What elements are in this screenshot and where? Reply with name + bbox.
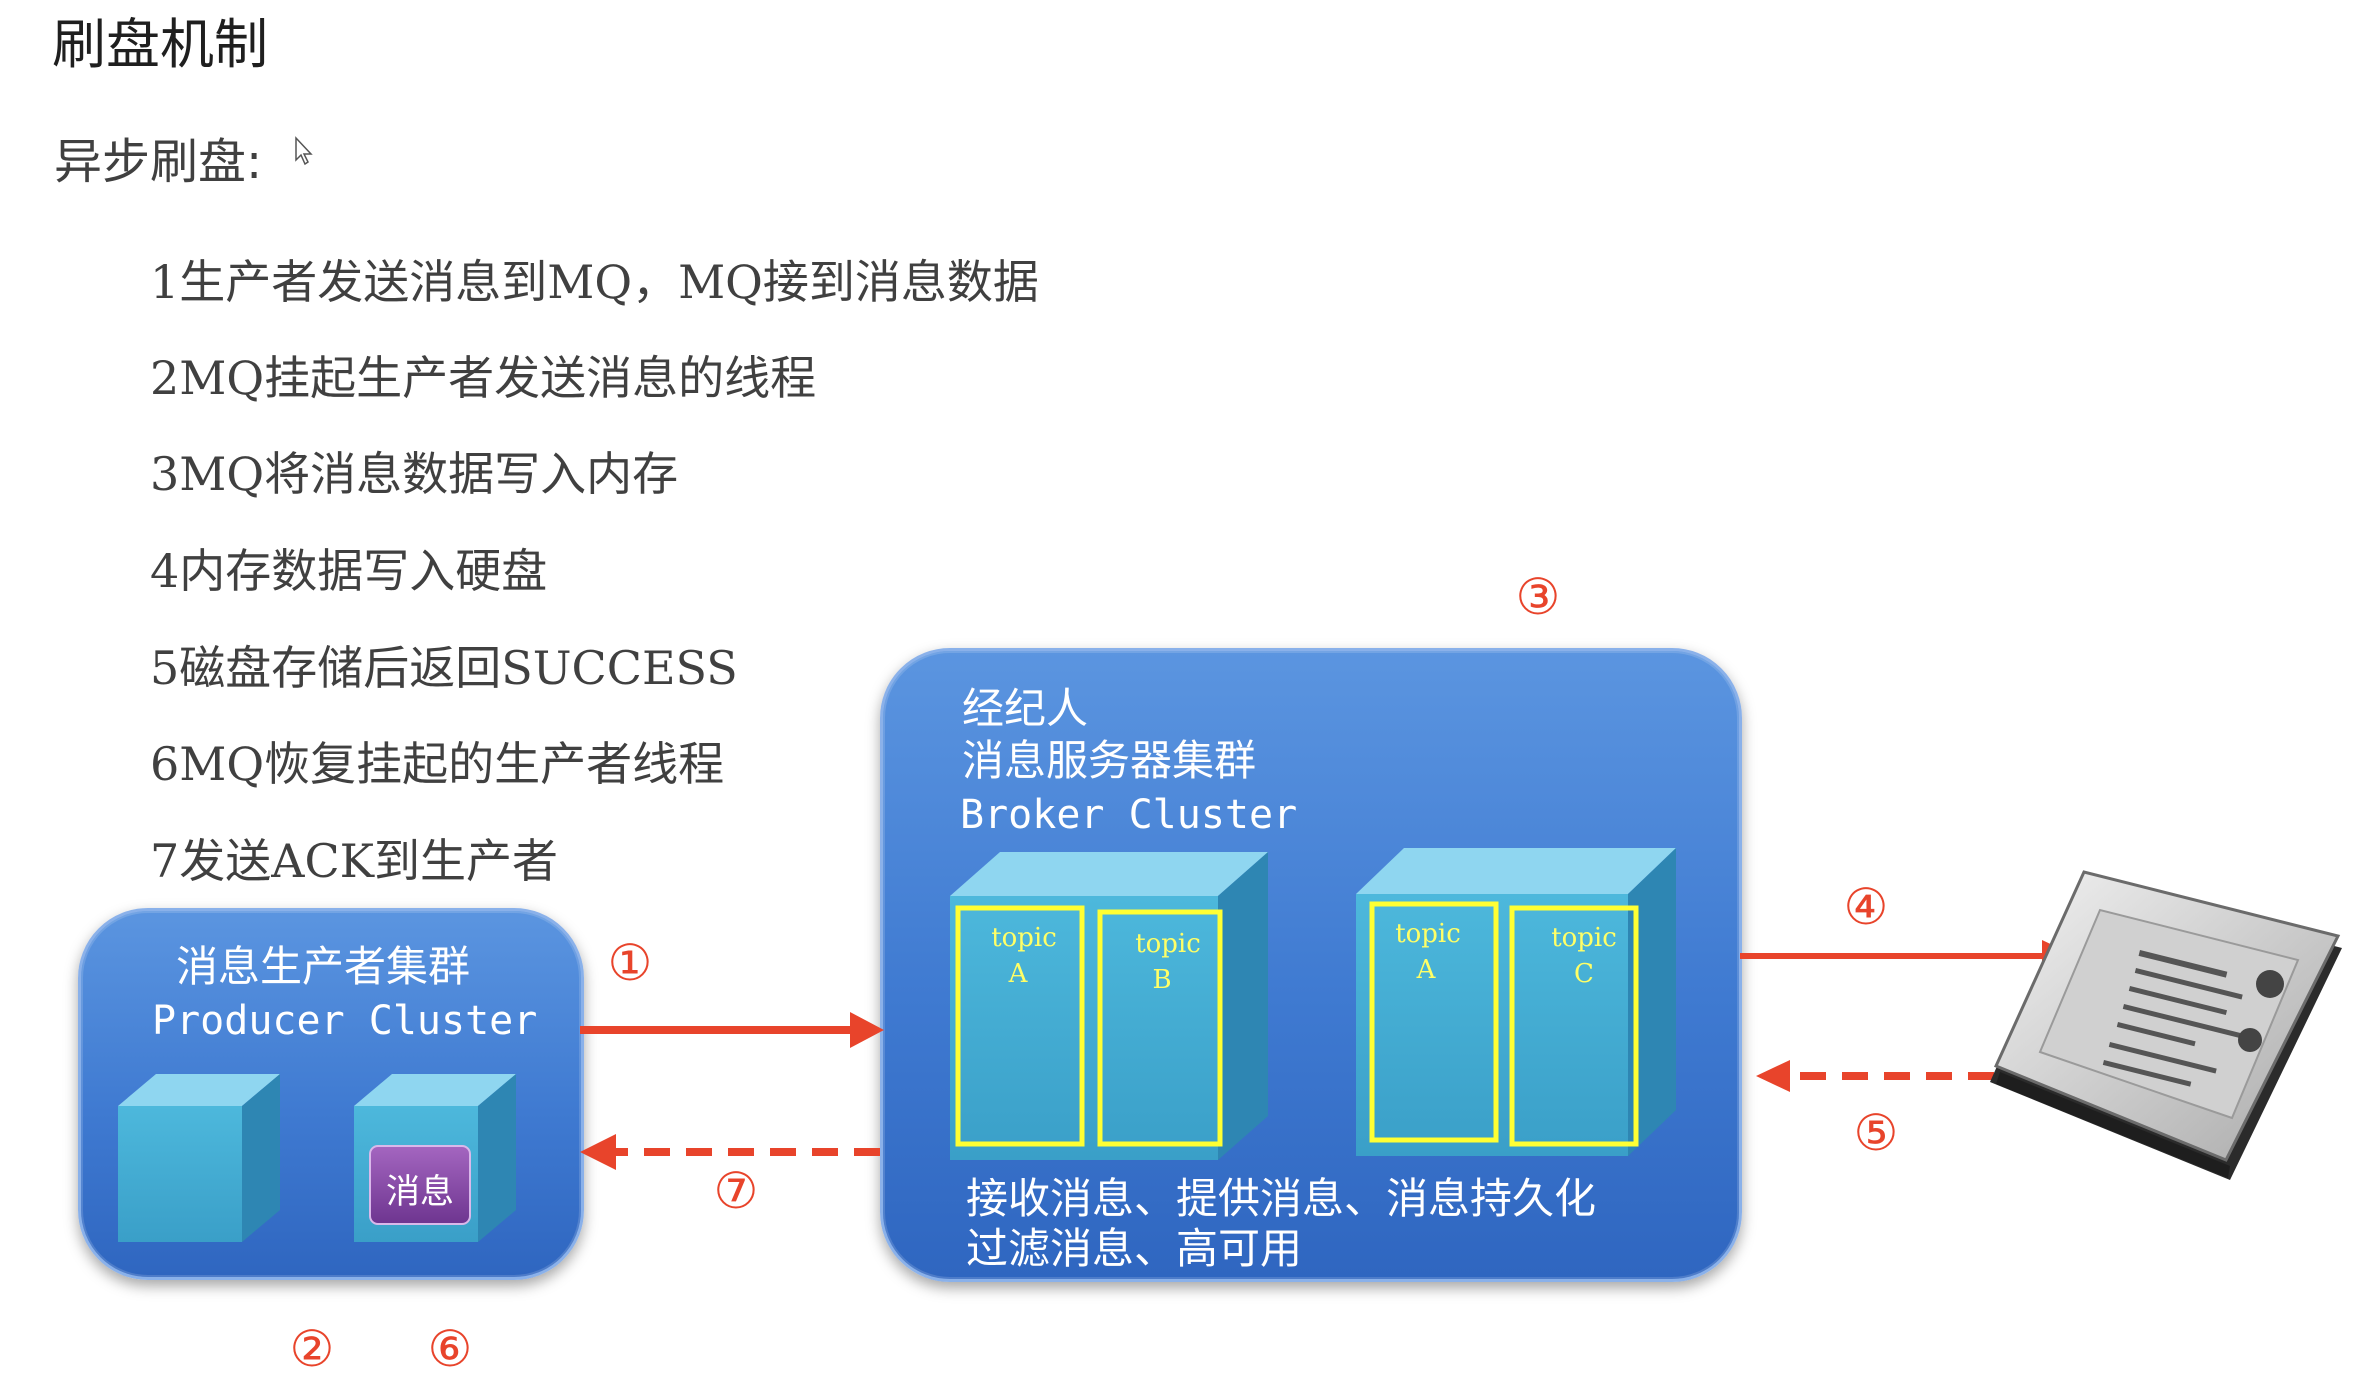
- hard-disk-icon: [1990, 870, 2342, 1180]
- step-3: 3MQ将消息数据写入内存: [150, 447, 679, 501]
- subtitle: 异步刷盘:: [54, 134, 263, 190]
- message-label: 消息: [386, 1172, 454, 1212]
- broker-cube-2: [1356, 848, 1676, 1156]
- marker-4: ④: [1844, 878, 1889, 936]
- page-title: 刷盘机制: [52, 13, 268, 76]
- topic-2-letter: B: [1152, 965, 1171, 995]
- marker-6: ⑥: [428, 1320, 473, 1378]
- producer-title-en: Producer Cluster: [152, 998, 538, 1044]
- topic-3-word: topic: [1395, 919, 1461, 949]
- marker-2: ②: [290, 1320, 335, 1378]
- topic-partition-4: [1509, 905, 1639, 1147]
- step-2: 2MQ挂起生产者发送消息的线程: [150, 351, 817, 405]
- topic-2-word: topic: [1135, 929, 1201, 959]
- broker-cube-1: [950, 852, 1268, 1160]
- marker-7: ⑦: [714, 1162, 759, 1220]
- producer-title-cn: 消息生产者集群: [176, 942, 471, 991]
- arrow-write-to-disk: [1740, 940, 2076, 972]
- step-6: 6MQ恢复挂起的生产者线程: [150, 737, 725, 791]
- broker-footer-1: 接收消息、提供消息、消息持久化: [966, 1174, 1597, 1223]
- topic-partition-1: [955, 905, 1085, 1147]
- topic-partition-2: [1097, 909, 1223, 1147]
- arrow-ack-to-producer: [580, 1134, 880, 1170]
- arrow-disk-success: [1756, 1060, 1994, 1092]
- topic-partition-3: [1369, 901, 1499, 1143]
- broker-title-1: 经纪人: [962, 684, 1089, 733]
- arrow-send-to-broker: [580, 1012, 884, 1048]
- topic-4-word: topic: [1551, 923, 1617, 953]
- step-1: 1生产者发送消息到MQ，MQ接到消息数据: [150, 255, 1039, 309]
- step-5: 5磁盘存储后返回SUCCESS: [150, 641, 738, 695]
- topic-3-letter: A: [1416, 955, 1437, 985]
- topic-1-letter: A: [1008, 959, 1029, 989]
- producer-cube-1: [118, 1074, 280, 1242]
- marker-5: ⑤: [1854, 1104, 1899, 1162]
- marker-1: ①: [608, 934, 653, 992]
- broker-title-2: 消息服务器集群: [962, 736, 1257, 785]
- topic-1-word: topic: [991, 923, 1057, 953]
- step-7: 7发送ACK到生产者: [150, 834, 559, 888]
- step-4: 4内存数据写入硬盘: [150, 544, 548, 598]
- message-box: [369, 1145, 471, 1225]
- marker-3: ③: [1516, 568, 1561, 626]
- broker-title-en: Broker Cluster: [960, 792, 1298, 838]
- broker-footer-2: 过滤消息、高可用: [966, 1224, 1303, 1273]
- topic-4-letter: C: [1574, 959, 1594, 989]
